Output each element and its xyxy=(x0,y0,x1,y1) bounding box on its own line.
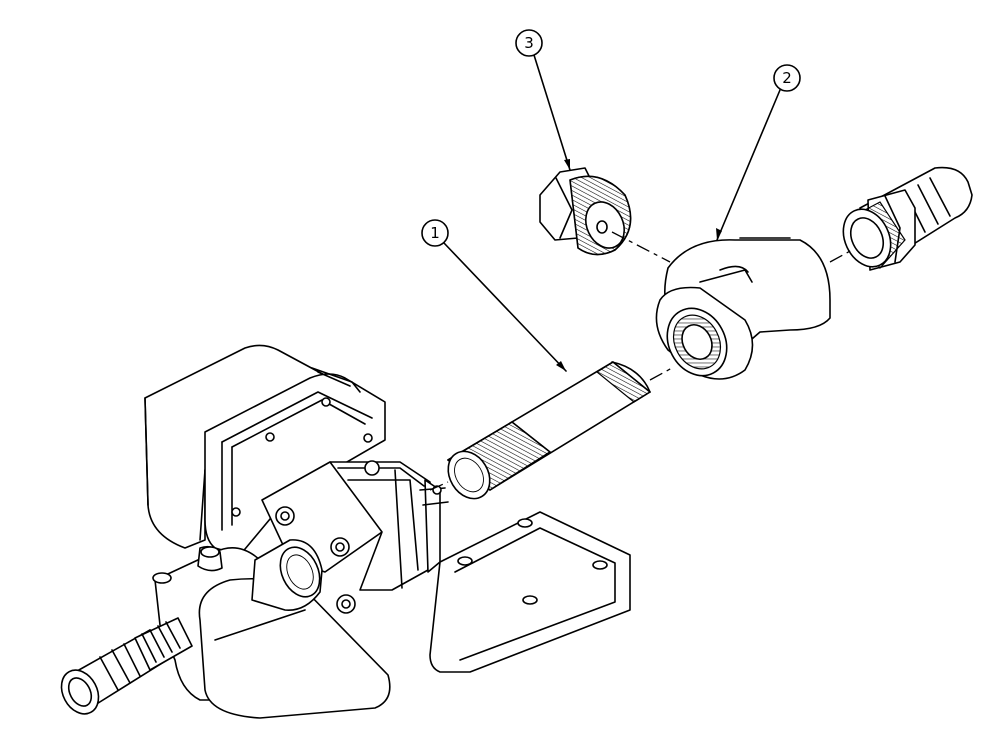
callout-label-3: 3 xyxy=(524,34,534,52)
tee-fitting-part-2 xyxy=(655,237,831,380)
solenoid-valve-assembly xyxy=(60,344,631,719)
outlet-hose-barb xyxy=(842,166,973,271)
callout-label-2: 2 xyxy=(782,69,792,87)
valve-cover-plate xyxy=(204,367,386,556)
assembly-center-lines xyxy=(429,231,853,491)
valve-flange-body xyxy=(261,460,449,614)
mounting-bracket xyxy=(429,511,631,673)
inlet-hose-barb xyxy=(60,617,193,715)
callout-2: 2 xyxy=(716,64,801,241)
callout-3: 3 xyxy=(515,29,571,171)
union-nut xyxy=(251,539,323,611)
callout-1: 1 xyxy=(421,219,567,372)
plug-fitting-part-3 xyxy=(539,167,632,256)
pipe-nipple-part-1 xyxy=(446,361,652,500)
callout-label-1: 1 xyxy=(430,224,440,242)
